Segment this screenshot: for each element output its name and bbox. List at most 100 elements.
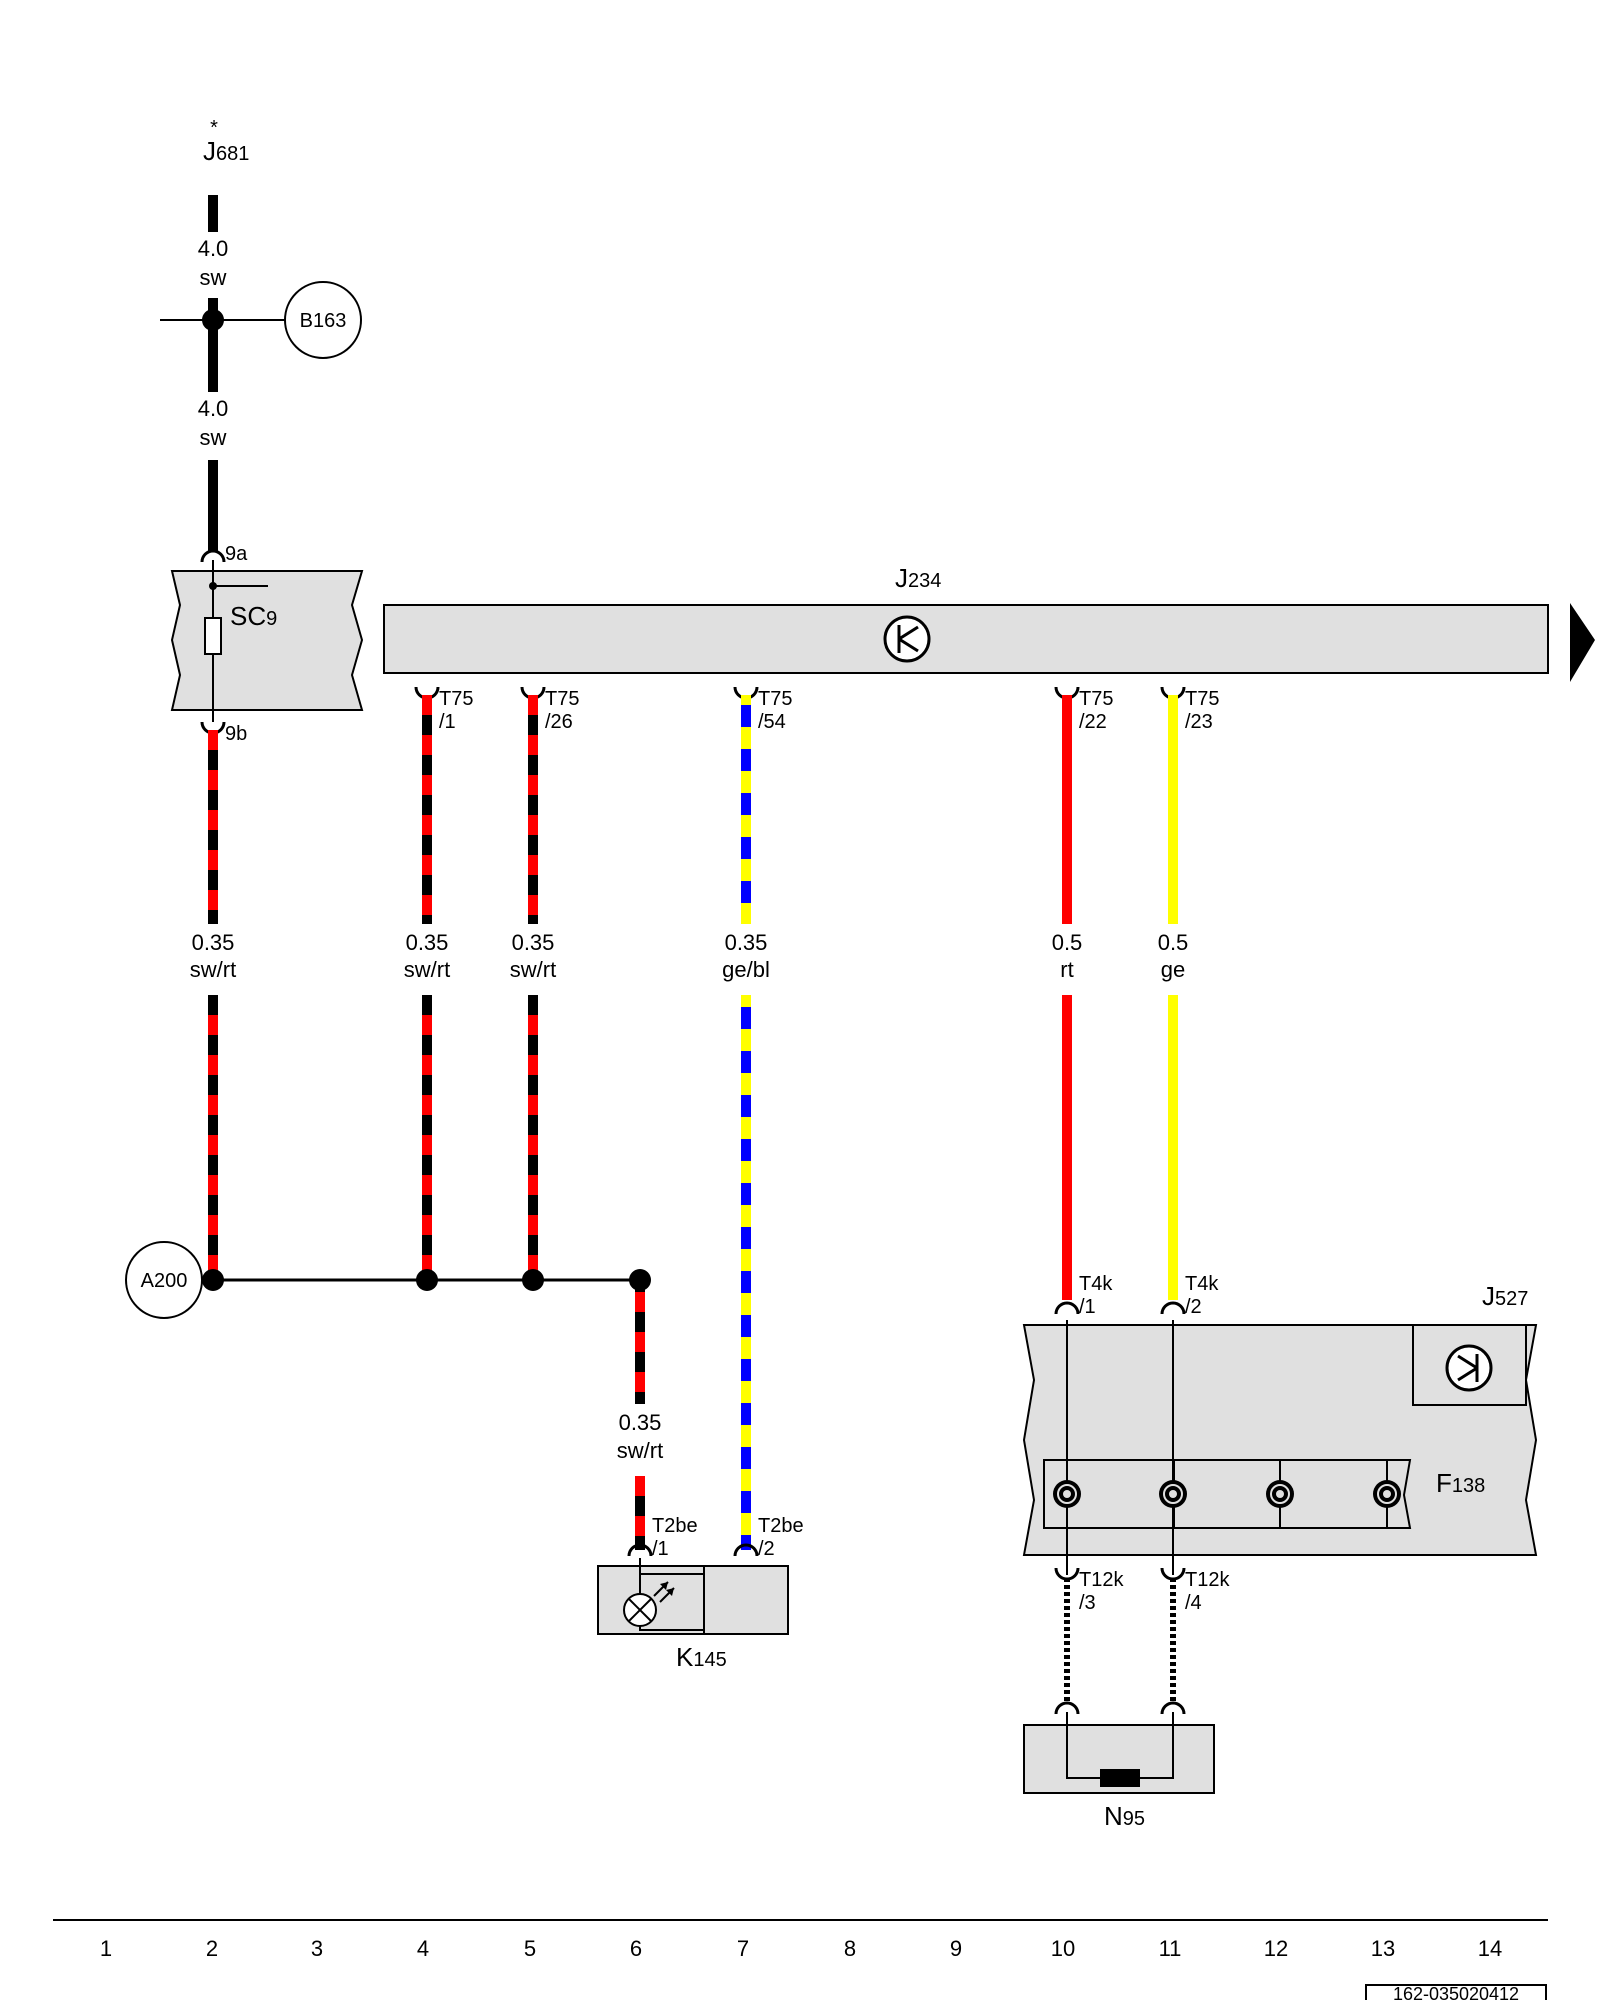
wire-w5-size: 0.35 bbox=[512, 930, 555, 955]
sc9-pin-in-hook bbox=[200, 549, 226, 563]
wire-w8-size: 0.5 bbox=[1158, 930, 1189, 955]
column-number: 10 bbox=[1051, 1936, 1075, 1961]
svg-text:T2be: T2be bbox=[652, 1515, 698, 1537]
j681-star: * bbox=[210, 117, 218, 139]
electronic-symbol-icon-arrow bbox=[898, 637, 919, 653]
slip-ring-contact-icon bbox=[1053, 1480, 1081, 1508]
svg-text:/1: /1 bbox=[439, 711, 456, 733]
slip-ring-contact-icon-2 bbox=[1159, 1480, 1187, 1508]
svg-text:T12k: T12k bbox=[1185, 1569, 1230, 1591]
doc-code-box bbox=[1365, 1984, 1547, 2000]
wire-w8-color: ge bbox=[1161, 957, 1185, 982]
igniter-icon bbox=[1100, 1769, 1140, 1787]
wire-w7-size: 0.5 bbox=[1052, 930, 1083, 955]
svg-text:/2: /2 bbox=[1185, 1296, 1202, 1318]
n95-pin-2-hook bbox=[1160, 1701, 1186, 1715]
svg-text:/22: /22 bbox=[1079, 711, 1107, 733]
sc9-pin-out: 9b bbox=[225, 723, 247, 745]
svg-text:T4k: T4k bbox=[1185, 1273, 1219, 1295]
column-number: 5 bbox=[524, 1936, 536, 1961]
wire-w9-size: 0.35 bbox=[619, 1410, 662, 1435]
svg-text:T75: T75 bbox=[1079, 688, 1113, 710]
slip-ring-contact-icon-4 bbox=[1373, 1480, 1401, 1508]
wire-w6-size: 0.35 bbox=[725, 930, 768, 955]
svg-text:T12k: T12k bbox=[1079, 1569, 1124, 1591]
svg-text:T4k: T4k bbox=[1079, 1273, 1113, 1295]
a200-dot-col4 bbox=[416, 1269, 438, 1291]
wire-w9-color: sw/rt bbox=[617, 1438, 663, 1463]
fuse-icon bbox=[204, 617, 222, 655]
column-number: 1 bbox=[100, 1936, 112, 1961]
j527-label: J527 bbox=[1482, 1281, 1528, 1311]
j681-label: J681 bbox=[203, 136, 249, 166]
f138-label: F138 bbox=[1436, 1468, 1485, 1498]
wire-w5-color: sw/rt bbox=[510, 957, 556, 982]
t75-23-connector: T75 /23 bbox=[1160, 686, 1219, 733]
t2be-1-connector: T2be /1 bbox=[627, 1515, 698, 1560]
column-number: 9 bbox=[950, 1936, 962, 1961]
lamp-icon-cross2 bbox=[628, 1598, 652, 1622]
a200-circle bbox=[125, 1241, 203, 1319]
n95-label: N95 bbox=[1104, 1801, 1145, 1831]
a200-dot-col2 bbox=[202, 1269, 224, 1291]
electronic-symbol-icon-arrow2 bbox=[898, 625, 919, 641]
sc9-internal-dot bbox=[209, 582, 217, 590]
t12k-4-connector: T12k /4 bbox=[1160, 1567, 1230, 1614]
k145-label: K145 bbox=[676, 1642, 727, 1672]
column-number: 12 bbox=[1264, 1936, 1288, 1961]
sc9-box bbox=[170, 570, 364, 711]
column-number: 3 bbox=[311, 1936, 323, 1961]
wire-w2-size: 4.0 bbox=[198, 396, 229, 421]
j234-label: J234 bbox=[895, 563, 941, 593]
svg-text:/1: /1 bbox=[1079, 1296, 1096, 1318]
lamp-icon-ray2-head bbox=[666, 1588, 674, 1596]
electronic-symbol-icon bbox=[883, 615, 931, 663]
wire-w4-size: 0.35 bbox=[406, 930, 449, 955]
b163-circle bbox=[284, 281, 362, 359]
t4k-2-connector: T4k /2 bbox=[1160, 1273, 1219, 1318]
b163-splice-dot bbox=[202, 309, 224, 331]
b163-label: B163 bbox=[300, 310, 347, 332]
svg-text:T75: T75 bbox=[1185, 688, 1219, 710]
j527-electronic-symbol-arrow2 bbox=[1457, 1366, 1478, 1382]
svg-text:T2be: T2be bbox=[758, 1515, 804, 1537]
svg-text:/23: /23 bbox=[1185, 711, 1213, 733]
svg-text:/1: /1 bbox=[652, 1538, 669, 1560]
wire-w6-color: ge/bl bbox=[722, 957, 770, 982]
column-number: 4 bbox=[417, 1936, 429, 1961]
j234-box bbox=[383, 604, 1549, 674]
wire-w4-color: sw/rt bbox=[404, 957, 450, 982]
wire-w3-size: 0.35 bbox=[192, 930, 235, 955]
wire-w2-color: sw bbox=[200, 425, 227, 450]
j527-electronic-symbol-arrow1 bbox=[1457, 1354, 1478, 1370]
svg-text:T75: T75 bbox=[758, 688, 792, 710]
t4k-1-connector: T4k /1 bbox=[1054, 1273, 1113, 1318]
t75-22-connector: T75 /22 bbox=[1054, 686, 1113, 733]
column-number: 11 bbox=[1159, 1936, 1182, 1961]
column-number: 14 bbox=[1478, 1936, 1502, 1961]
svg-text:/4: /4 bbox=[1185, 1592, 1202, 1614]
column-number: 2 bbox=[206, 1936, 218, 1961]
svg-text:/3: /3 bbox=[1079, 1592, 1096, 1614]
sc9-label: SC9 bbox=[230, 601, 277, 631]
wire-w1-color: sw bbox=[200, 265, 227, 290]
a200-dot-col5 bbox=[522, 1269, 544, 1291]
sc9-pin-in: 9a bbox=[225, 543, 248, 565]
doc-code: 162-035020412 bbox=[1393, 1984, 1519, 2000]
wire-w7-color: rt bbox=[1060, 957, 1073, 982]
continuation-arrow-icon bbox=[1570, 603, 1595, 682]
lamp-icon-ray1-head bbox=[660, 1582, 668, 1590]
column-number: 13 bbox=[1371, 1936, 1395, 1961]
svg-text:/2: /2 bbox=[758, 1538, 775, 1560]
svg-text:/26: /26 bbox=[545, 711, 573, 733]
j527-electronic-symbol-icon bbox=[1445, 1344, 1493, 1392]
slip-ring-contact-icon-3 bbox=[1266, 1480, 1294, 1508]
t2be-2-connector: T2be /2 bbox=[733, 1515, 804, 1560]
n95-pin-1-hook bbox=[1054, 1701, 1080, 1715]
column-number: 8 bbox=[844, 1936, 856, 1961]
a200-label: A200 bbox=[141, 1270, 188, 1292]
wire-w3-color: sw/rt bbox=[190, 957, 236, 982]
svg-text:T75: T75 bbox=[439, 688, 473, 710]
